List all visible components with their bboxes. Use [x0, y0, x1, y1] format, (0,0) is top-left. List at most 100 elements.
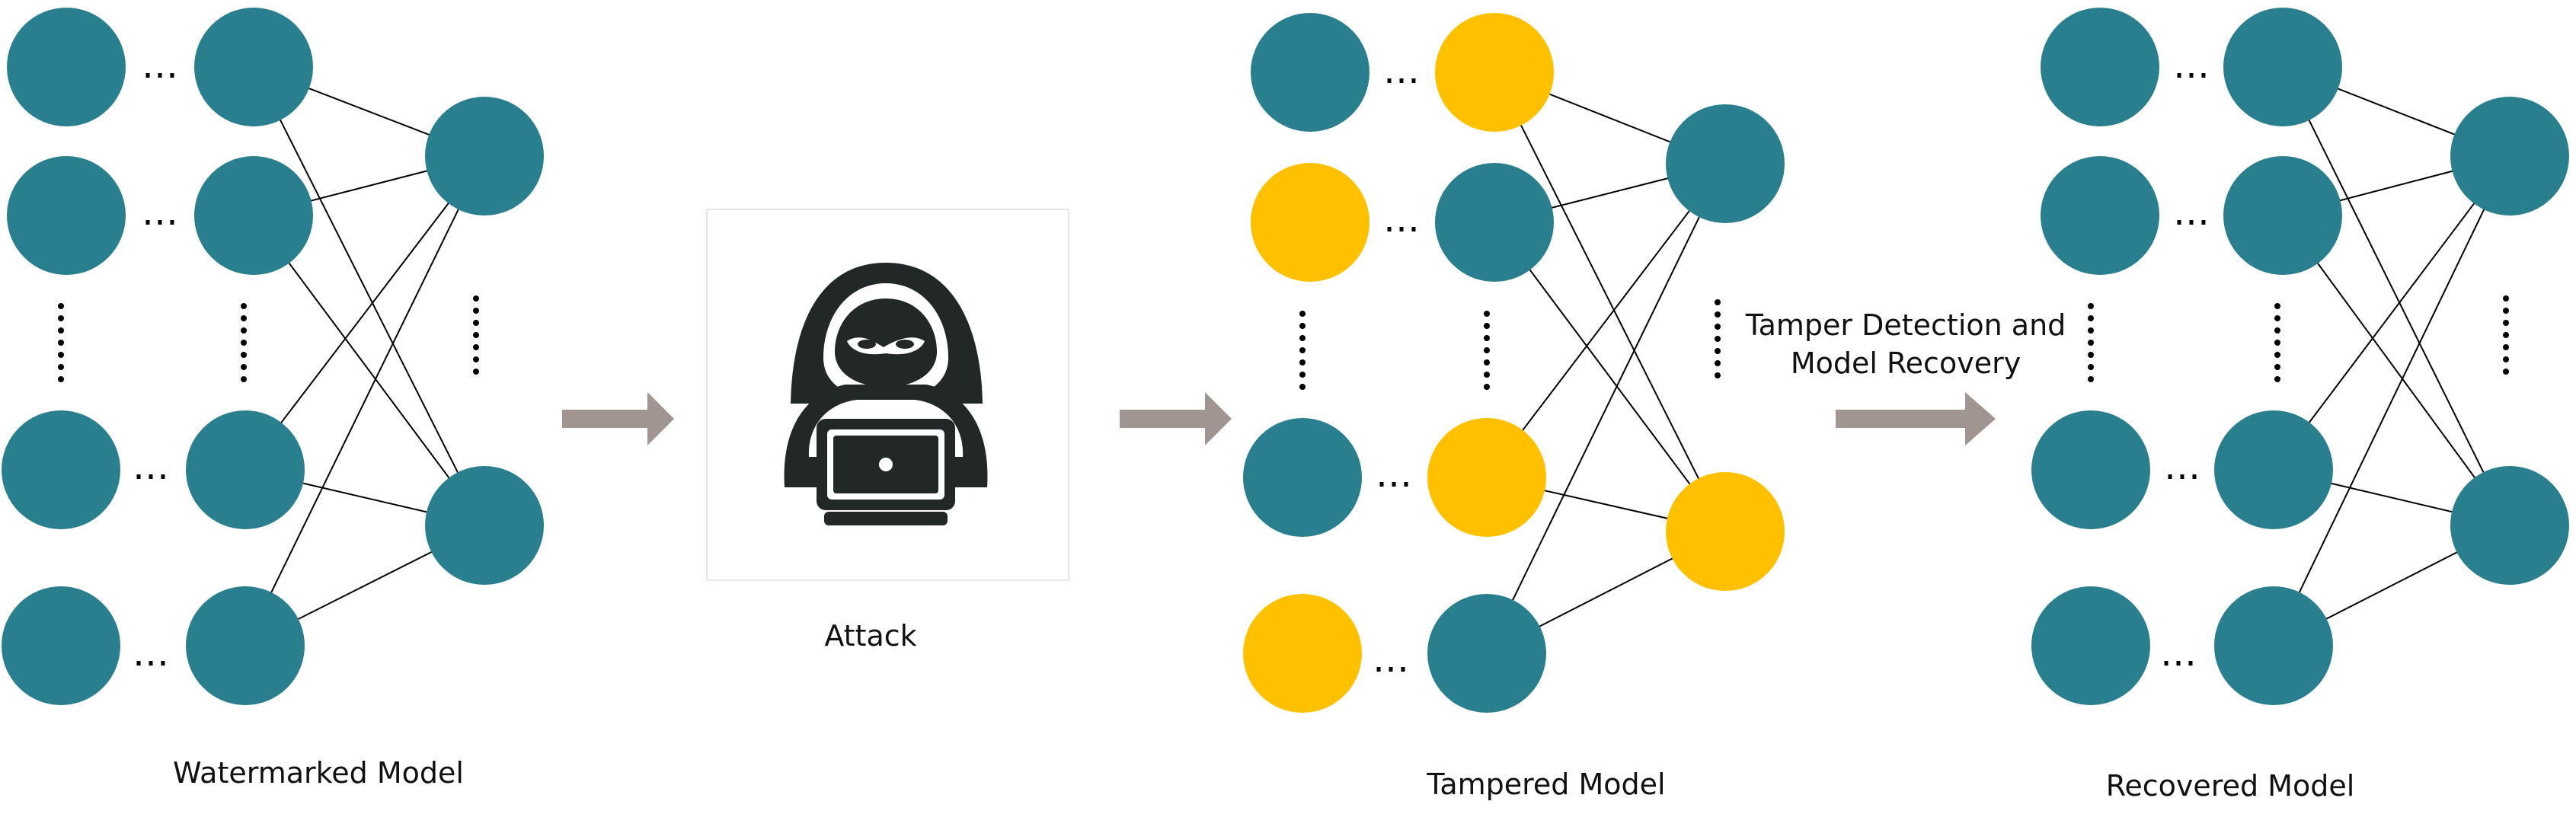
- vertical-dot: [58, 352, 64, 358]
- vertical-dot: [1299, 311, 1306, 317]
- recovered-ellipsis-3: …: [2160, 632, 2197, 675]
- tampered-input-node-3-tampered: [1243, 594, 1362, 713]
- vertical-dot: [1299, 335, 1306, 341]
- vertical-dot: [58, 376, 64, 382]
- tampered-input-node-1-tampered: [1251, 163, 1369, 282]
- recovered-hidden-node-0-normal: [2223, 8, 2342, 126]
- vertical-dot: [1715, 324, 1721, 330]
- vertical-dot: [2088, 364, 2094, 370]
- vertical-dot: [473, 356, 479, 362]
- watermarked-hidden-node-3-normal: [186, 586, 305, 705]
- watermarked-vertical-ellipsis-1: [241, 303, 247, 382]
- vertical-dot: [2274, 315, 2280, 321]
- vertical-dot: [241, 340, 247, 346]
- tampered-ellipsis-2: …: [1376, 453, 1412, 496]
- recovered-model-label: Recovered Model: [2106, 769, 2355, 803]
- vertical-dot: [1299, 323, 1306, 329]
- vertical-dot: [58, 340, 64, 346]
- tampered-edge-h0-o1: [1494, 72, 1726, 532]
- recovered-edge-h0-o1: [2282, 66, 2510, 526]
- vertical-dot: [2274, 376, 2280, 382]
- vertical-dot: [1715, 336, 1721, 342]
- vertical-dot: [2503, 344, 2509, 350]
- watermarked-ellipsis-0: …: [142, 44, 178, 87]
- recovered-vertical-ellipsis-0: [2088, 303, 2094, 382]
- vertical-dot: [2503, 308, 2509, 314]
- watermarked-model-label: Watermarked Model: [173, 756, 464, 790]
- watermarked-hidden-node-1-normal: [194, 156, 313, 275]
- vertical-dot: [1715, 348, 1721, 354]
- watermarked-input-node-2-normal: [2, 410, 120, 529]
- vertical-dot: [2088, 315, 2094, 321]
- recovery-label-line2: Model Recovery: [1791, 346, 2021, 380]
- hooded-hacker-laptop-icon: [784, 263, 988, 525]
- vertical-dot: [2503, 369, 2509, 375]
- recovered-input-node-1-normal: [2041, 156, 2159, 275]
- tampered-hidden-node-1-normal: [1435, 163, 1554, 282]
- vertical-dot: [1484, 359, 1490, 366]
- vertical-dot: [2503, 356, 2509, 362]
- vertical-dot: [58, 303, 64, 309]
- vertical-dot: [1715, 299, 1721, 305]
- vertical-dot: [2088, 327, 2094, 334]
- vertical-dot: [1484, 347, 1490, 353]
- watermarked-ellipsis-2: …: [133, 445, 169, 488]
- recovered-output-node-1-normal: [2450, 466, 2569, 585]
- vertical-dot: [1715, 372, 1721, 378]
- attack-label: Attack: [824, 619, 916, 653]
- vertical-dot: [1484, 384, 1490, 390]
- arrow-to-attack: [562, 392, 674, 445]
- vertical-dot: [1484, 323, 1490, 329]
- tampered-output-node-1-tampered: [1666, 472, 1785, 591]
- recovered-vertical-ellipsis-2: [2503, 295, 2509, 375]
- tampered-ellipsis-1: …: [1383, 198, 1420, 241]
- vertical-dot: [473, 295, 479, 302]
- vertical-dot: [58, 327, 64, 334]
- watermarked-hidden-node-2-normal: [186, 410, 305, 529]
- watermarked-edge-h3-o0: [244, 155, 485, 646]
- watermarked-ellipsis-1: …: [142, 191, 178, 234]
- vertical-dot: [2503, 320, 2509, 326]
- tampered-hidden-node-3-normal: [1427, 594, 1546, 713]
- tampered-hidden-node-2-tampered: [1427, 418, 1546, 537]
- vertical-dot: [2274, 364, 2280, 370]
- recovery-label-line1: Tamper Detection and: [1745, 308, 2066, 342]
- recovered-edge-h3-o0: [2273, 155, 2510, 646]
- tampered-vertical-ellipsis-1: [1484, 311, 1490, 390]
- vertical-dot: [2503, 332, 2509, 338]
- vertical-dot: [1299, 384, 1306, 390]
- recovered-input-node-0-normal: [2041, 8, 2159, 126]
- vertical-dot: [241, 303, 247, 309]
- vertical-dot: [1299, 372, 1306, 378]
- recovered-hidden-node-2-normal: [2214, 410, 2333, 529]
- tampered-edge-h2-o0: [1486, 163, 1726, 478]
- recovered-hidden-node-1-normal: [2223, 156, 2342, 275]
- vertical-dot: [2088, 376, 2094, 382]
- recovered-hidden-node-3-normal: [2214, 586, 2333, 705]
- vertical-dot: [241, 376, 247, 382]
- vertical-dot: [1715, 311, 1721, 318]
- vertical-dot: [473, 308, 479, 314]
- tampered-edge-h3-o0: [1486, 163, 1726, 654]
- tampered-edge-h1-o1: [1494, 222, 1726, 532]
- vertical-dot: [2274, 340, 2280, 346]
- watermarked-vertical-ellipsis-2: [473, 295, 479, 375]
- vertical-dot: [1299, 359, 1306, 366]
- vertical-dot: [2274, 327, 2280, 334]
- vertical-dot: [2274, 352, 2280, 358]
- vertical-dot: [241, 315, 247, 321]
- tampered-input-node-0-normal: [1251, 13, 1369, 132]
- vertical-dot: [473, 332, 479, 338]
- network-edges: [244, 66, 2510, 654]
- watermarked-output-node-1-normal: [425, 466, 544, 585]
- tampered-model-label: Tampered Model: [1426, 768, 1665, 801]
- watermarked-hidden-node-0-normal: [194, 8, 313, 126]
- tampered-ellipsis-0: …: [1383, 49, 1420, 92]
- vertical-dot: [2503, 295, 2509, 302]
- tampered-input-node-2-normal: [1243, 418, 1362, 537]
- recovered-input-node-3-normal: [2031, 586, 2150, 705]
- tampered-vertical-ellipsis-0: [1299, 311, 1306, 390]
- vertical-dot: [1484, 335, 1490, 341]
- arrow-to-tampered: [1120, 392, 1232, 445]
